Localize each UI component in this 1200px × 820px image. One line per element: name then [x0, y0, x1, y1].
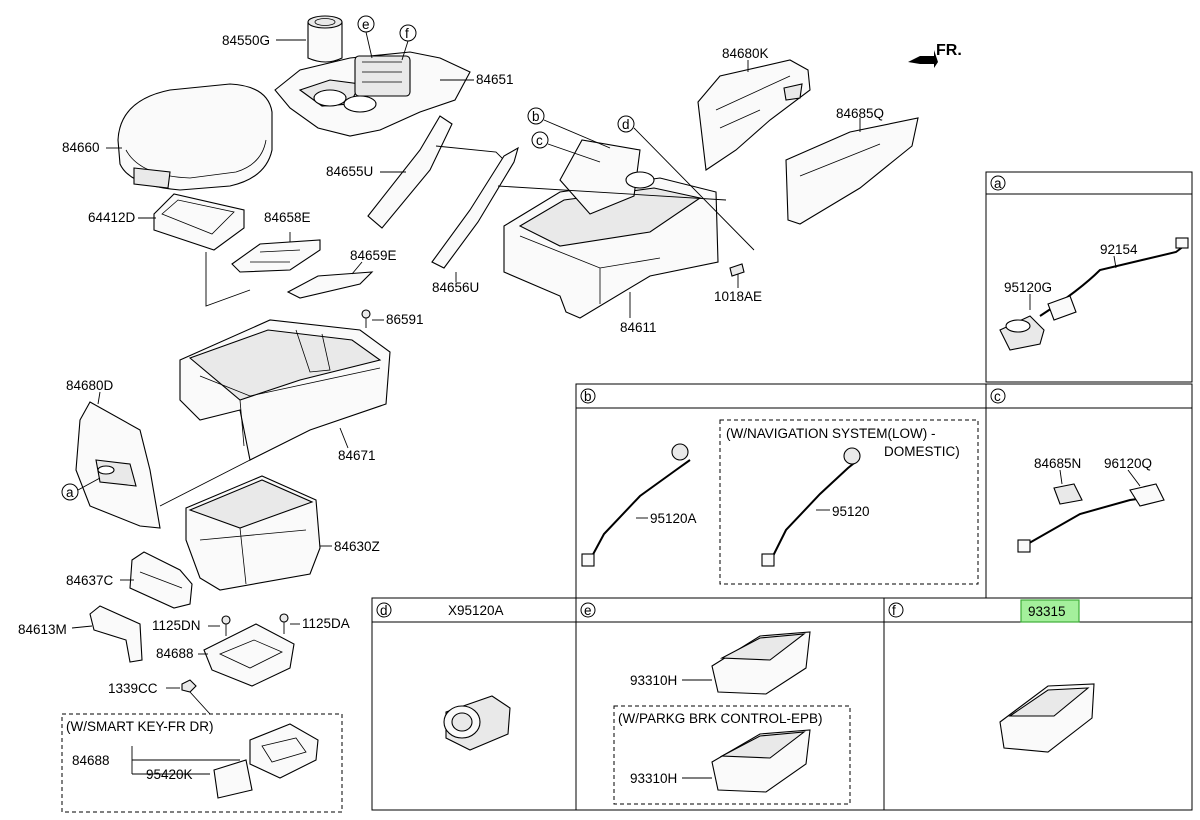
front-arrow-icon	[908, 50, 938, 68]
label-95120G: 95120G	[1004, 280, 1052, 295]
label-93310H-epb: 93310H	[630, 771, 677, 786]
callout-d-detail: d	[380, 603, 388, 618]
detail-panel-f: f 93315	[883, 597, 1193, 811]
nut-1339CC[interactable]	[181, 679, 197, 693]
detail-panel-a: a 92154 95120G	[985, 171, 1193, 383]
storage-tray[interactable]	[153, 193, 245, 251]
console-upper-cover[interactable]	[274, 51, 471, 137]
detail-panel-c: c 84685N 96120Q	[985, 383, 1193, 599]
console-body[interactable]	[179, 319, 391, 461]
label-1339CC: 1339CC	[108, 681, 158, 696]
detail-panel-b: b 95120A (W/NAVIGATION SYSTEM(LOW) - DOM…	[575, 383, 987, 599]
front-direction-indicator: FR.	[908, 42, 962, 68]
callout-f-detail: f	[892, 603, 896, 618]
bracket-84613M[interactable]	[89, 605, 143, 663]
detail-panel-d: d X95120A	[371, 597, 577, 811]
console-frame[interactable]	[503, 139, 719, 319]
label-84680D: 84680D	[66, 378, 114, 393]
label-84655U: 84655U	[326, 164, 373, 179]
label-X95120A: X95120A	[448, 603, 504, 618]
armrest[interactable]	[117, 83, 273, 191]
label-86591: 86591	[386, 312, 424, 327]
epb-note: (W/PARKG BRK CONTROL-EPB)	[618, 711, 823, 726]
callout-f: f	[405, 26, 409, 41]
highlight-93315[interactable]	[1020, 599, 1080, 623]
bolt-1125DN[interactable]	[221, 615, 231, 636]
console-box[interactable]	[185, 475, 321, 591]
bracket-84637C[interactable]	[129, 551, 193, 609]
smart-key-variant-box: (W/SMART KEY-FR DR) 84688 95420K	[61, 713, 343, 813]
label-96120Q: 96120Q	[1104, 456, 1152, 471]
detail-panel-e: e 93310H (W/PARKG BRK CONTROL-EPB) 93310…	[575, 597, 885, 811]
label-84659E: 84659E	[350, 248, 397, 263]
callout-a-main: a	[66, 485, 74, 500]
callout-b-main: b	[532, 109, 540, 124]
nav-note-line1: (W/NAVIGATION SYSTEM(LOW) -	[726, 426, 936, 441]
side-panel-84685Q[interactable]	[785, 117, 919, 225]
label-84685N: 84685N	[1034, 456, 1081, 471]
label-84637C: 84637C	[66, 573, 114, 588]
label-92154: 92154	[1100, 242, 1138, 257]
label-64412D: 64412D	[88, 210, 136, 225]
label-84613M: 84613M	[18, 622, 67, 637]
label-95120A: 95120A	[650, 511, 697, 526]
label-84685Q: 84685Q	[836, 106, 884, 121]
label-1018AE: 1018AE	[714, 289, 762, 304]
label-84660: 84660	[62, 140, 100, 155]
label-84550G: 84550G	[222, 33, 270, 48]
trim-84656U[interactable]	[431, 146, 519, 269]
callout-e-detail: e	[584, 603, 592, 618]
label-95420K: 95420K	[146, 767, 193, 782]
bolt-1125DA[interactable]	[279, 613, 289, 634]
callout-e: e	[362, 17, 370, 32]
label-84651: 84651	[476, 72, 514, 87]
callout-a-detail: a	[994, 176, 1002, 191]
label-84658E: 84658E	[264, 210, 311, 225]
callout-b-detail: b	[584, 389, 592, 404]
side-cover-84680D[interactable]	[75, 401, 161, 529]
label-1125DA: 1125DA	[302, 616, 350, 631]
trim-84659E[interactable]	[286, 271, 374, 299]
side-panel-84680K[interactable]	[697, 59, 811, 171]
label-1125DN: 1125DN	[152, 618, 201, 633]
front-label: FR.	[936, 42, 962, 59]
bracket-84658E[interactable]	[231, 239, 321, 273]
cup-holder-insert[interactable]	[307, 15, 343, 63]
label-84680K: 84680K	[722, 46, 769, 61]
label-84671: 84671	[338, 448, 376, 463]
bolt-1018AE[interactable]	[729, 263, 745, 288]
label-95120: 95120	[832, 504, 870, 519]
trim-84655U[interactable]	[367, 115, 453, 229]
label-93315[interactable]: 93315	[1028, 604, 1066, 619]
smart-key-note: (W/SMART KEY-FR DR)	[66, 719, 214, 734]
label-84656U: 84656U	[432, 280, 479, 295]
nav-note-line2: DOMESTIC)	[884, 444, 960, 459]
label-84688-smart: 84688	[72, 753, 110, 768]
bracket-84688[interactable]	[203, 623, 295, 687]
callout-c-main: c	[536, 133, 543, 148]
label-84611: 84611	[620, 320, 657, 335]
label-93310H: 93310H	[630, 673, 677, 688]
label-84688: 84688	[156, 646, 194, 661]
label-84630Z: 84630Z	[334, 539, 380, 554]
screw-86591[interactable]	[361, 309, 371, 328]
callout-d-main: d	[622, 117, 630, 132]
callout-c-detail: c	[994, 389, 1001, 404]
